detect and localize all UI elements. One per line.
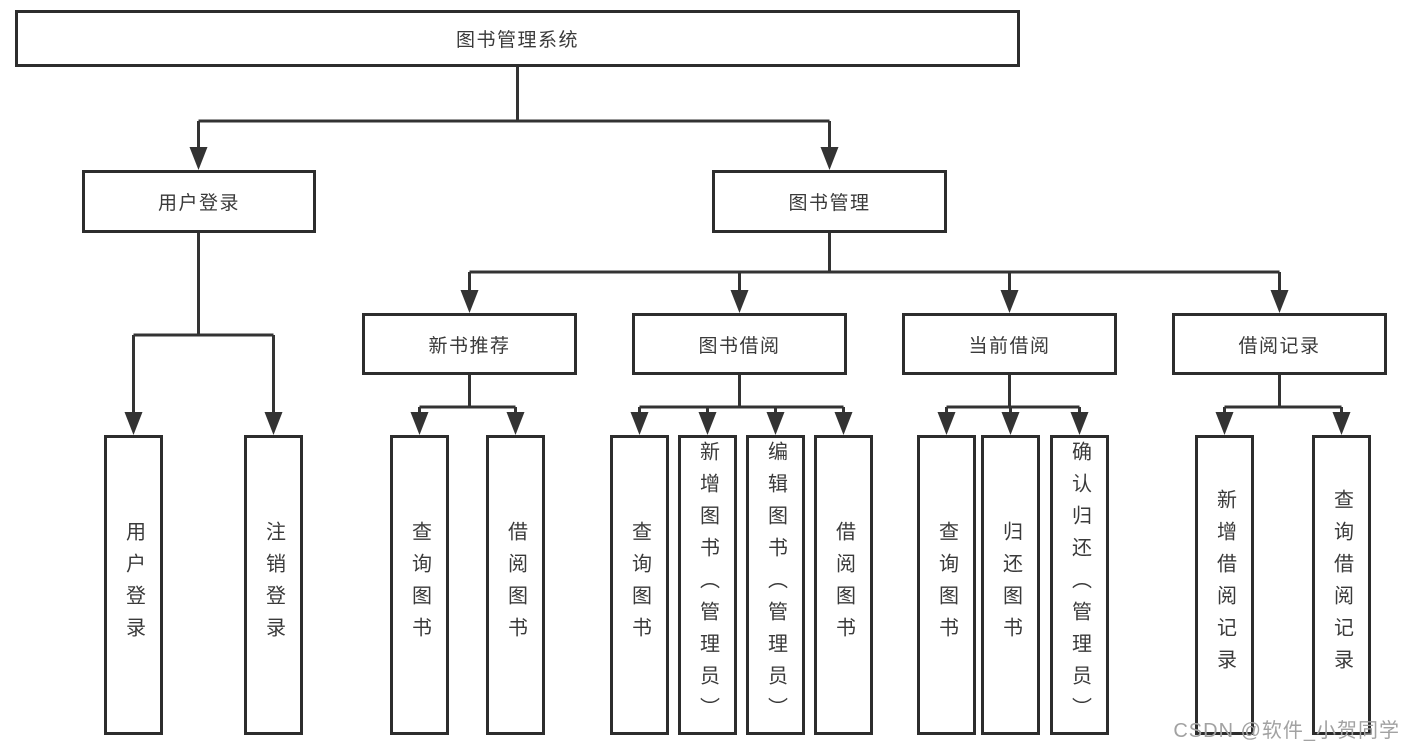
leaf-label: 新增借阅记录 xyxy=(1213,489,1236,681)
node-book-management: 图书管理 xyxy=(712,170,947,233)
leaf-newbook-borrow: 借阅图书 xyxy=(486,435,545,735)
node-current-borrow: 当前借阅 xyxy=(902,313,1117,375)
leaf-borrow-edit-admin: 编辑图书（管理员） xyxy=(746,435,805,735)
leaf-newbook-query: 查询图书 xyxy=(390,435,449,735)
leaf-current-return: 归还图书 xyxy=(981,435,1040,735)
csdn-watermark: CSDN @软件_小贺同学 xyxy=(1173,720,1400,742)
node-user-login: 用户登录 xyxy=(82,170,316,233)
leaf-label: 借阅图书 xyxy=(832,521,855,649)
leaf-logout: 注销登录 xyxy=(244,435,303,735)
node-root-system: 图书管理系统 xyxy=(15,10,1020,67)
leaf-record-add: 新增借阅记录 xyxy=(1195,435,1254,735)
leaf-label: 归还图书 xyxy=(999,521,1022,649)
leaf-label: 查询借阅记录 xyxy=(1330,489,1353,681)
node-label: 图书管理系统 xyxy=(455,30,579,51)
node-label: 借阅记录 xyxy=(1238,335,1321,357)
leaf-label: 确认归还（管理员） xyxy=(1068,441,1091,729)
leaf-label: 注销登录 xyxy=(262,521,285,649)
leaf-label: 编辑图书（管理员） xyxy=(764,441,787,729)
leaf-borrow-add-admin: 新增图书（管理员） xyxy=(678,435,737,735)
leaf-current-query: 查询图书 xyxy=(917,435,976,735)
node-label: 图书借阅 xyxy=(698,335,781,357)
node-label: 用户登录 xyxy=(157,193,240,214)
leaf-label: 新增图书（管理员） xyxy=(696,441,719,729)
leaf-label: 查询图书 xyxy=(628,521,651,649)
node-borrow-records: 借阅记录 xyxy=(1172,313,1387,375)
leaf-label: 查询图书 xyxy=(408,521,431,649)
leaf-record-query: 查询借阅记录 xyxy=(1312,435,1371,735)
node-label: 新书推荐 xyxy=(428,335,511,357)
leaf-borrow-query: 查询图书 xyxy=(610,435,669,735)
node-label: 图书管理 xyxy=(788,193,871,214)
leaf-user-login: 用户登录 xyxy=(104,435,163,735)
leaf-label: 查询图书 xyxy=(935,521,958,649)
leaf-label: 借阅图书 xyxy=(504,521,527,649)
node-book-borrow: 图书借阅 xyxy=(632,313,847,375)
node-new-book-recommend: 新书推荐 xyxy=(362,313,577,375)
leaf-current-confirm-admin: 确认归还（管理员） xyxy=(1050,435,1109,735)
leaf-label: 用户登录 xyxy=(122,521,145,649)
node-label: 当前借阅 xyxy=(968,335,1051,357)
leaf-borrow-borrow: 借阅图书 xyxy=(814,435,873,735)
